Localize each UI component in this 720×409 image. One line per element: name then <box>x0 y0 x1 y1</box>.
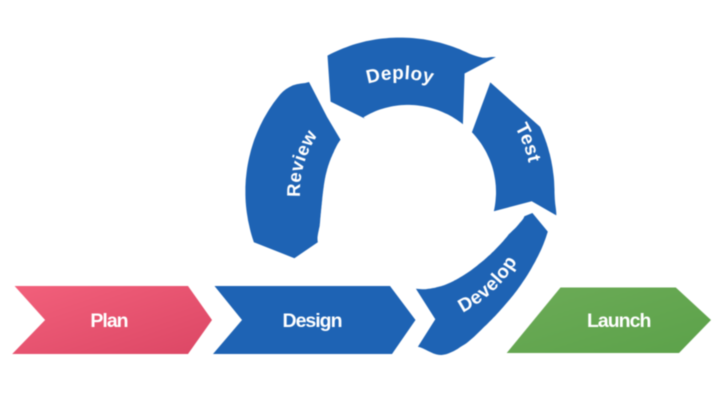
svg-text:Launch: Launch <box>587 310 650 332</box>
svg-text:Plan: Plan <box>90 310 127 332</box>
svg-text:Design: Design <box>282 310 341 332</box>
